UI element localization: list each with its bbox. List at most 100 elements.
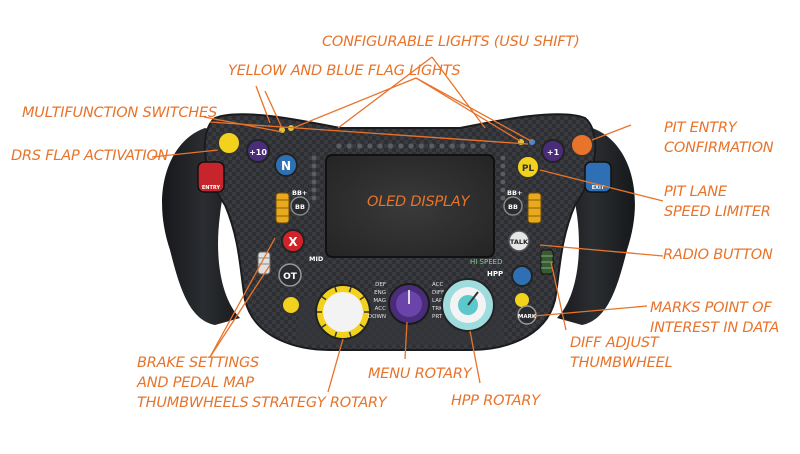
bb-minus-button-left[interactable]: BB (290, 196, 310, 216)
bb-left-text: BB (295, 203, 305, 211)
radio-button[interactable]: TALK (508, 230, 530, 252)
side-light (500, 187, 506, 193)
label-multifunction-switches: MULTIFUNCTION SWITCHES (22, 105, 217, 121)
menu-rotary[interactable] (388, 283, 430, 325)
shift-light (418, 143, 424, 149)
label-marks-poi-1: MARKS POINT OF (650, 300, 772, 316)
strategy-tick (321, 323, 327, 328)
bb-plus-right-text: BB+ (507, 189, 522, 197)
plus1-button[interactable]: +1 (541, 139, 565, 163)
strategy-tick (359, 323, 365, 328)
shift-light (429, 143, 435, 149)
talk-text: TALK (510, 238, 529, 246)
label-strategy-rotary: STRATEGY ROTARY (252, 395, 387, 411)
hpp-rotary[interactable] (441, 278, 495, 332)
shift-light (408, 143, 414, 149)
plus10-text: +10 (249, 148, 267, 157)
strategy-tick (359, 296, 365, 301)
hpp-text: HPP (487, 270, 503, 278)
yellow-button-lower-left[interactable] (281, 295, 301, 315)
bb-minus-button-right[interactable]: BB (503, 196, 523, 216)
side-light (311, 195, 317, 201)
hi-speed-text: HI SPEED (470, 258, 502, 266)
shift-light (398, 143, 404, 149)
brake-bias-thumbwheel-right[interactable] (527, 192, 542, 224)
label-configurable-lights: CONFIGURABLE LIGHTS (USU SHIFT) (322, 34, 580, 50)
bb-plus-text: BB+ (292, 189, 307, 197)
shift-light (346, 143, 352, 149)
entry-rocker[interactable]: ENTRY (197, 161, 225, 193)
label-drs-flap: DRS FLAP ACTIVATION (11, 148, 169, 164)
shift-light (470, 143, 476, 149)
leader-lines (151, 56, 664, 393)
label-diff-1: DIFF ADJUST (570, 335, 659, 351)
pit-entry-button[interactable] (570, 133, 594, 157)
side-light (311, 187, 317, 193)
exit-rocker[interactable]: EXIT (584, 161, 612, 193)
label-pit-lane-2: SPEED LIMITER (664, 204, 771, 220)
menu-rotary-items: DEF ENG MAG ACC DOWN ACC DIFF LAP TRK PRT (368, 282, 444, 320)
entry-text: ENTRY (202, 185, 221, 191)
menu-rotary-item: TRK (431, 306, 443, 312)
brake-bias-thumbwheel-left[interactable] (275, 192, 290, 224)
exit-text: EXIT (592, 185, 605, 191)
shift-light (357, 143, 363, 149)
cancel-button[interactable]: X (281, 229, 305, 253)
menu-rotary-item: DOWN (368, 314, 386, 320)
label-brake-3: THUMBWHEELS (137, 395, 249, 411)
oled-display-screen (325, 154, 495, 258)
label-pit-entry-2: CONFIRMATION (664, 140, 774, 156)
mark-button[interactable]: MARK (517, 305, 537, 325)
shift-light (377, 143, 383, 149)
menu-rotary-item: ACC (432, 282, 444, 288)
label-pit-entry-1: PIT ENTRY (664, 120, 737, 136)
label-brake-2: AND PEDAL MAP (137, 375, 254, 391)
menu-rotary-item: LAP (432, 298, 443, 304)
side-light (311, 155, 317, 161)
blue-button-right[interactable] (511, 265, 533, 287)
pl-text: PL (522, 164, 535, 174)
shift-light (387, 143, 394, 149)
label-radio-button: RADIO BUTTON (663, 247, 773, 263)
strategy-tick (321, 296, 327, 301)
plus10-button[interactable]: +10 (246, 139, 270, 163)
bb-right-text: BB (508, 203, 518, 211)
strategy-rotary[interactable] (315, 284, 371, 340)
brake-thumbwheel-lower-left[interactable] (257, 251, 271, 275)
neutral-button[interactable]: N (274, 153, 298, 177)
menu-rotary-item: PRT (432, 314, 443, 320)
menu-rotary-item: MAG (373, 298, 386, 304)
label-diff-2: THUMBWHEEL (570, 355, 673, 371)
overtake-button[interactable]: OT (278, 263, 302, 287)
side-light (500, 171, 506, 177)
strategy-tick (334, 287, 338, 293)
menu-rotary-item: DEF (375, 282, 386, 288)
shift-light (480, 143, 486, 149)
side-light (311, 179, 317, 185)
menu-rotary-item: ENG (374, 290, 386, 296)
shift-light (367, 143, 373, 149)
side-lights-columns (311, 155, 506, 201)
label-brake-1: BRAKE SETTINGS (137, 355, 260, 371)
side-light (311, 163, 317, 169)
configurable-lights-row (336, 143, 486, 149)
diff-thumbwheel[interactable] (540, 249, 554, 275)
shift-light (460, 143, 466, 149)
neutral-text: N (281, 159, 291, 173)
label-hpp-rotary: HPP ROTARY (451, 393, 540, 409)
side-light (500, 163, 506, 169)
side-light (500, 155, 506, 161)
label-marks-poi-2: INTEREST IN DATA (650, 320, 780, 336)
label-flag-lights: YELLOW AND BLUE FLAG LIGHTS (228, 63, 461, 79)
strategy-tick (334, 331, 338, 337)
drs-button[interactable] (217, 131, 241, 155)
shift-light (449, 143, 455, 149)
plus1-text: +1 (547, 148, 560, 157)
label-menu-rotary: MENU ROTARY (368, 366, 472, 382)
pit-limiter-button[interactable]: PL (516, 155, 540, 179)
side-light (500, 179, 506, 185)
menu-rotary-item: ACC (375, 306, 387, 312)
menu-rotary-item: DIFF (432, 290, 444, 296)
